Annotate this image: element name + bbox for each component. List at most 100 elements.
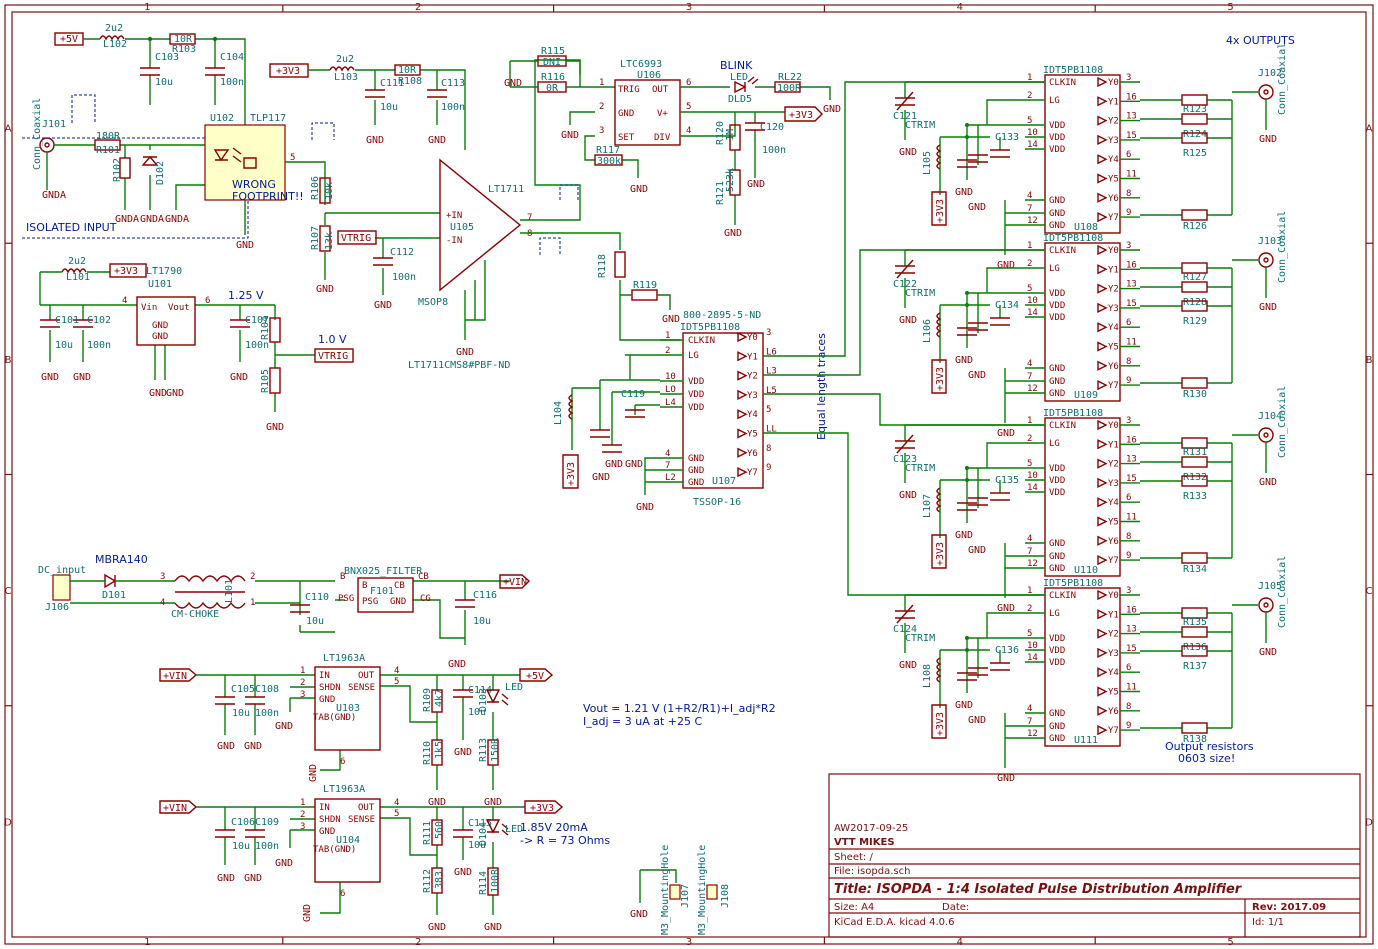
u107-left-pin: LG [688,351,699,361]
c104-ref: C104 [220,52,244,63]
u104-pin-in: IN [319,803,330,813]
svg-text:2: 2 [1027,91,1032,101]
l104-ref: L104 [553,401,564,425]
block-right-pin: Y6 [1108,194,1119,204]
block-left-pin: GND [1049,364,1065,374]
c115-ref: C115 [468,818,492,829]
output-resistor-ref: R127 [1183,272,1207,283]
gnd-u104-tab: GND [302,904,313,922]
block-right-pin: Y1 [1108,610,1119,620]
c104-value: 100n [220,77,244,88]
r121-value: 523k [725,168,736,192]
output-resistor-ref: R130 [1183,389,1207,400]
c108-value: 100n [255,708,279,719]
u107-part: IDT5PB1108 [680,322,740,333]
ctrim-value: CTRIM [905,120,935,131]
svg-text:16: 16 [1126,92,1137,102]
svg-text:10: 10 [1027,296,1038,306]
u107-right-pin: Y4 [747,410,758,420]
r113-ref: R113 [478,738,489,762]
block-left-pin: VDD [1049,476,1065,486]
dc-input-j106 [52,574,71,601]
block-gnd-2: GND [968,715,986,726]
svg-text:11: 11 [1126,338,1137,348]
svg-text:4: 4 [686,126,691,136]
block-right-pin: Y4 [1108,498,1119,508]
ctrim-value: CTRIM [905,288,935,299]
block-part: IDT5PB1108 [1043,233,1103,244]
r110-ref: R110 [422,741,433,765]
power-vin-flag-1 [499,574,531,589]
svg-text:7: 7 [1027,717,1032,727]
svg-text:9: 9 [1126,376,1131,386]
svg-text:16: 16 [1126,605,1137,615]
svg-text:7: 7 [527,213,532,223]
u104-ref: U104 [336,835,360,846]
gnd-c111: GND [366,135,384,146]
j107-value: M3_MountingHole [660,845,671,935]
r117-ref: R117 [596,145,620,156]
block-left-pin: VDD [1049,133,1065,143]
svg-text:5: 5 [1027,116,1032,126]
r104-ref: R104 [260,316,271,340]
block-right-pin: Y0 [1108,246,1119,256]
svg-text:12: 12 [1027,559,1038,569]
r117-value: 300k [597,156,621,167]
r107-value: 13k [324,232,335,250]
u104-value: LT1963A [323,784,365,795]
ctrim-gnd: GND [899,490,917,501]
mounting-hole-j107 [669,884,681,900]
block-left-pin: CLKIN [1049,246,1076,256]
output-resistor-ref: R138 [1183,734,1207,745]
j108-ref: J108 [720,884,731,908]
vtrig-flag-1 [337,230,377,245]
block-ref: U108 [1074,222,1098,233]
coax-ref: J104 [1258,411,1282,422]
svg-text:B: B [340,572,345,582]
gnd-c120: GND [747,179,765,190]
u107-right-pin: Y7 [747,468,758,478]
distribution-block-4: IDT5PB1108U111CLKIN1LG2VDD5VDD10VDD14GND… [893,556,1288,784]
c120-value: 100n [762,145,786,156]
svg-text:4: 4 [122,296,127,306]
resistor-r103 [169,33,196,45]
coax-ref: J105 [1258,581,1282,592]
svg-text:3: 3 [160,572,165,582]
resistor-r102 [119,157,131,179]
svg-text:7: 7 [1027,372,1032,382]
svg-text:B: B [362,581,367,591]
svg-text:5: 5 [290,153,295,163]
c116-value: 10u [473,616,491,627]
l103-value: 2u2 [336,54,354,65]
svg-text:13: 13 [1126,455,1137,465]
tb-org: VTT MIKES [834,837,895,848]
d104-ref: D104 [478,822,489,846]
block-right-pin: Y1 [1108,440,1119,450]
svg-text:2: 2 [1027,434,1032,444]
gnd-r112: GND [428,922,446,933]
tb-tool: KiCad E.D.A. kicad 4.0.6 [834,917,955,928]
svg-text:4: 4 [1027,191,1032,201]
diode-d101 [104,573,117,589]
note-led-1: 1.85V 20mA [520,821,588,834]
ctrim-ref: C124 [893,624,917,635]
power-3v3-label-4: +3V3 [114,266,138,277]
note-1v25: 1.25 V [228,289,264,302]
svg-text:3: 3 [300,822,305,832]
u104-pin-gnd: GND [319,827,335,837]
svg-text:1: 1 [1027,586,1032,596]
svg-text:7: 7 [1027,204,1032,214]
r108-ref: R108 [398,76,422,87]
output-resistor-ref: R125 [1183,148,1207,159]
optocoupler-u102 [204,124,286,201]
note-lt1711-pn: LT1711CMS8#PBF-ND [408,360,510,371]
power-vin-label-3: +VIN [163,803,187,814]
power-vin-label-2: +VIN [163,671,187,682]
svg-text:3: 3 [1126,73,1131,83]
block-3v3: +3V3 [935,712,946,736]
svg-text:6: 6 [1126,493,1131,503]
output-resistor-ref: R135 [1183,617,1207,628]
reference-u101 [136,296,196,346]
block-left-pin: GND [1049,209,1065,219]
note-wrong-1: WRONG [232,178,276,191]
